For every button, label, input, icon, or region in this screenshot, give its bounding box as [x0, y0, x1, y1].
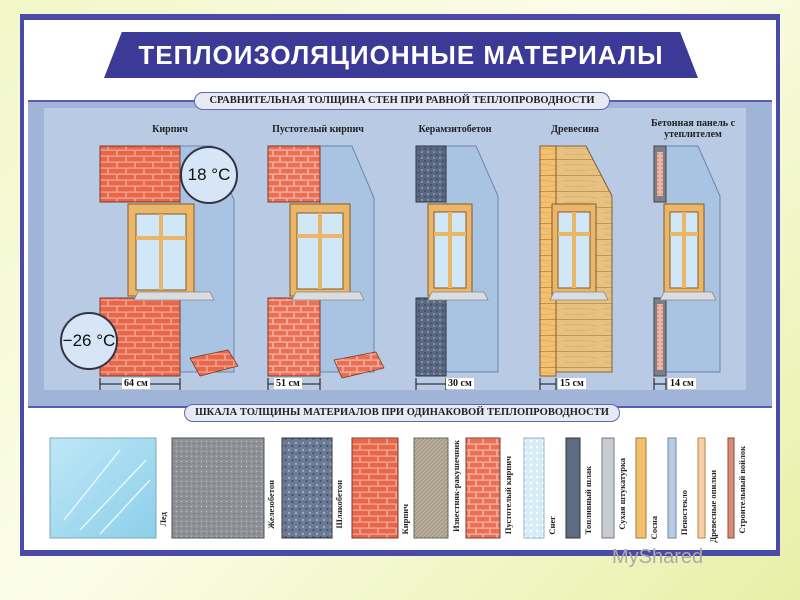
material-label-ice: Лед	[158, 512, 168, 527]
wall-title-claydite-concrete: Керамзитобетон	[418, 124, 492, 135]
material-label-snow: Снег	[547, 516, 557, 535]
left-border	[20, 20, 24, 550]
wall-title-concrete-panel: Бетонная панель с утеплителем	[650, 118, 736, 140]
bottom-border	[20, 550, 780, 556]
swatch-slag-concrete	[281, 437, 333, 539]
thickness-brick: 64 см	[122, 378, 150, 389]
material-label-reinforced-concrete: Железобетон	[266, 480, 276, 530]
thickness-wood: 15 см	[558, 378, 586, 389]
indoor-temperature-badge: 18 °C	[180, 146, 238, 204]
material-label-shell-limestone: Известняк-ракушечник	[451, 440, 461, 532]
section-title-material-scale: ШКАЛА ТОЛЩИНЫ МАТЕРИАЛОВ ПРИ ОДИНАКОВОЙ …	[184, 404, 620, 422]
material-label-dry-plaster: Сухая штукатурка	[617, 458, 627, 530]
material-label-sawdust: Древесные опилки	[708, 470, 718, 543]
swatch-hollow-brick	[465, 437, 501, 539]
material-label-foam-glass: Пеностекло	[679, 490, 689, 536]
material-label-brick: Кирпич	[400, 504, 410, 535]
top-border	[20, 14, 780, 20]
wall-claydite-illustration	[415, 145, 499, 377]
swatch-felt	[727, 437, 735, 539]
swatch-reinforced-concrete	[171, 437, 265, 539]
swatch-ice	[49, 437, 157, 539]
wall-brick-illustration	[99, 145, 239, 377]
wall-title-wood: Древесина	[551, 124, 599, 135]
swatch-sawdust	[697, 437, 706, 539]
poster-title: ТЕПЛОИЗОЛЯЦИОННЫЕ МАТЕРИАЛЫ	[104, 32, 698, 78]
thickness-claydite-concrete: 30 см	[446, 378, 474, 389]
material-label-slag-concrete: Шлакобетон	[334, 480, 344, 529]
wall-hollow-brick-illustration	[267, 145, 385, 379]
wall-wood-illustration	[539, 145, 613, 377]
right-border	[776, 20, 780, 550]
swatch-pine	[635, 437, 647, 539]
swatch-shell-limestone	[413, 437, 449, 539]
thickness-hollow-brick: 51 см	[274, 378, 302, 389]
material-label-hollow-brick: Пустотелый кирпич	[503, 456, 513, 535]
material-label-pine: Сосна	[649, 516, 659, 540]
swatch-fuel-slag	[565, 437, 581, 539]
material-label-fuel-slag: Топливный шлак	[583, 466, 593, 535]
swatch-brick	[351, 437, 399, 539]
wall-title-hollow-brick: Пустотелый кирпич	[272, 124, 364, 135]
title-area: ТЕПЛОИЗОЛЯЦИОННЫЕ МАТЕРИАЛЫ	[20, 14, 780, 78]
swatch-foam-glass	[667, 437, 677, 539]
outdoor-temperature-badge: −26 °C	[60, 312, 118, 370]
wall-title-brick: Кирпич	[152, 124, 188, 135]
thickness-concrete-panel: 14 см	[668, 378, 696, 389]
section-title-wall-thickness: СРАВНИТЕЛЬНАЯ ТОЛЩИНА СТЕН ПРИ РАВНОЙ ТЕ…	[194, 92, 610, 110]
material-label-felt: Строительный войлок	[737, 446, 747, 534]
swatch-dry-plaster	[601, 437, 615, 539]
watermark: MyShared	[612, 546, 704, 568]
wall-concrete-panel-illustration	[653, 145, 721, 377]
swatch-snow	[523, 437, 545, 539]
